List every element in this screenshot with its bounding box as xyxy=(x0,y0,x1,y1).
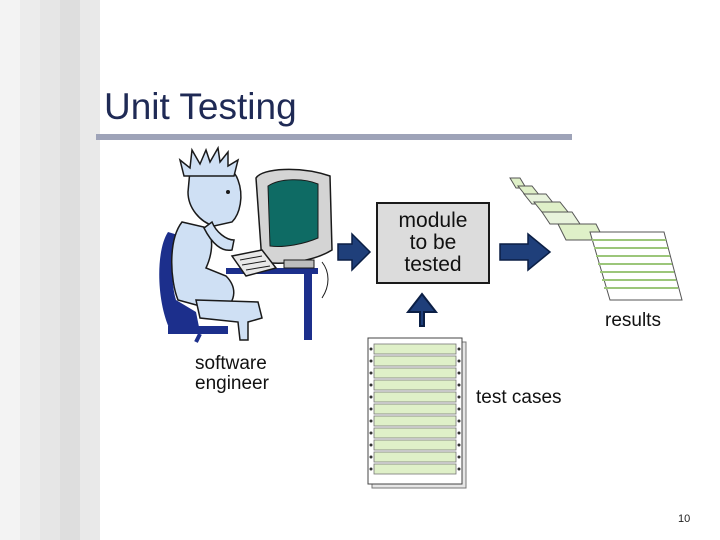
results-label: results xyxy=(605,310,661,331)
slide-title: Unit Testing xyxy=(104,86,297,127)
test-cases-label: test cases xyxy=(476,387,562,408)
decorative-side-stripes xyxy=(0,0,100,540)
engineer-at-computer-illustration xyxy=(159,145,333,343)
arrow-right-icon xyxy=(337,232,372,272)
page-number: 10 xyxy=(678,513,691,525)
module-under-test-box: module to be tested xyxy=(376,202,490,284)
software-engineer-label: software engineer xyxy=(195,353,269,394)
arrow-up-icon xyxy=(405,292,439,327)
results-sheets-stack-icon xyxy=(509,177,683,301)
title-underline xyxy=(96,134,572,140)
module-label: module to be tested xyxy=(398,209,468,276)
test-cases-sheet-icon xyxy=(367,337,467,489)
arrow-right-icon xyxy=(499,232,552,272)
